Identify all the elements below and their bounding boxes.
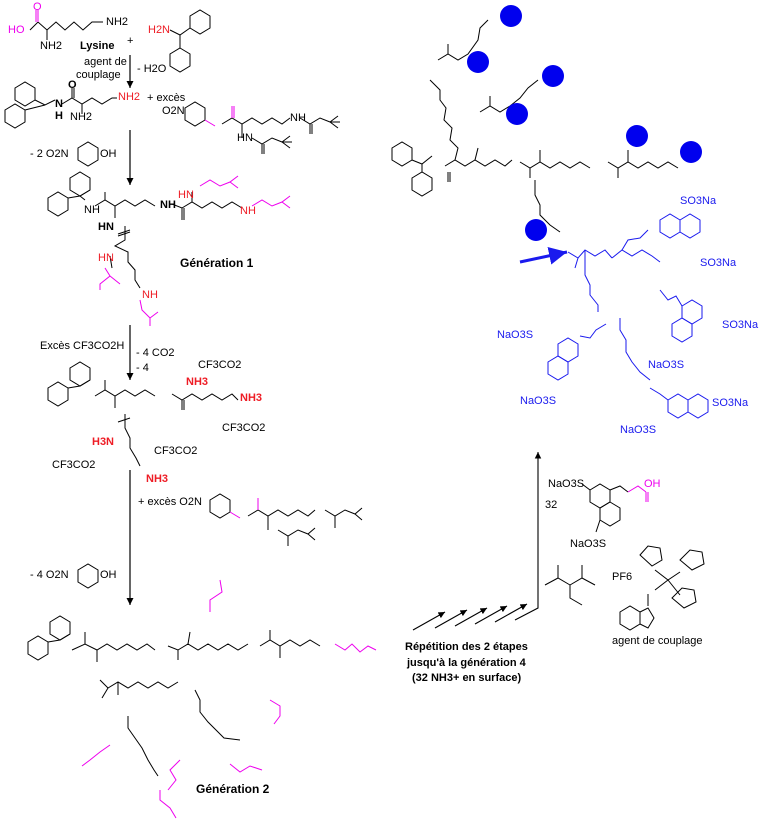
tfa-reagent-label: Excès CF3CO2H <box>40 340 125 352</box>
repeat-label-line1: Répétition des 2 étapes <box>405 641 528 653</box>
naphthalene-equiv-count: 32 <box>545 499 558 511</box>
nitrophenol-byproduct-2 <box>77 563 99 589</box>
generation1-label: Génération 1 <box>180 256 254 270</box>
naphthalene-surface-branch <box>547 213 709 419</box>
so3na-label: SO3Na <box>712 397 749 409</box>
surface-groups <box>467 5 702 241</box>
reagent-label-line1: agent de <box>84 56 127 68</box>
counterion-tfa: CF3CO2 <box>222 422 266 434</box>
byproduct-isobutane: - 4 <box>136 362 149 374</box>
coupling-agent-label: agent de couplage <box>612 635 703 647</box>
atom-label-n: N <box>55 98 63 110</box>
naso3s-label: NaO3S <box>497 329 534 341</box>
byproduct-water: - H2O <box>137 63 167 75</box>
byproduct-co2: - 4 CO2 <box>136 347 175 359</box>
ammonium-label: NH3 <box>240 392 263 404</box>
atom-label-nh: NH <box>160 199 176 211</box>
benzhydrylamine-structure <box>169 9 211 73</box>
boc-lys-pnp-ester-2 <box>209 493 363 546</box>
counterion-tfa: CF3CO2 <box>52 459 96 471</box>
repeat-label-line3: (32 NH3+ en surface) <box>412 672 522 684</box>
plus-excess-label-2: + excès O2N <box>138 496 202 508</box>
ammonium-label: NH3 <box>146 473 169 485</box>
atom-label-nh-boc: NH <box>290 112 306 124</box>
atom-label-hn: HN <box>98 221 114 233</box>
surface-group-circle <box>542 65 564 87</box>
naso3s-label: NaO3S <box>548 478 585 490</box>
lysine-structure <box>29 10 103 40</box>
atom-label-nh2-alpha: NH2 <box>70 111 93 123</box>
surface-group-circle <box>467 51 489 73</box>
atom-label-ho: HO <box>8 24 25 36</box>
atom-label-h: H <box>55 110 63 122</box>
atom-label-o-amide: O <box>68 79 77 91</box>
byproduct-nitrophenol-1: - 2 O2N <box>30 148 69 160</box>
so3na-label: SO3Na <box>722 319 759 331</box>
surface-group-circle <box>626 125 648 147</box>
so3na-label: SO3Na <box>680 195 717 207</box>
counterion-tfa: CF3CO2 <box>198 359 242 371</box>
atom-label-nh: NH <box>84 204 100 216</box>
diisopropylethylamine <box>544 565 596 606</box>
pf6-counterion: PF6 <box>612 571 633 583</box>
so3na-label: SO3Na <box>700 257 737 269</box>
deprotected-gen1-structure <box>47 361 239 467</box>
pybop-coupling-agent <box>619 545 705 631</box>
atom-label-nh-red: NH <box>240 205 256 217</box>
boc-lys-pnp-ester <box>184 101 340 154</box>
atom-label-o: O <box>33 1 42 13</box>
surface-group-circle <box>680 141 702 163</box>
generation2-label: Génération 2 <box>196 782 270 796</box>
generation1-structure <box>47 171 291 326</box>
ammonium-label: H3N <box>92 436 115 448</box>
atom-label-oh: OH <box>100 148 117 160</box>
ammonium-label: NH3 <box>186 376 209 388</box>
reagent-label-line2: couplage <box>76 69 121 81</box>
naso3s-label: NaO3S <box>648 359 685 371</box>
naso3s-label: NaO3S <box>520 395 557 407</box>
byproduct-nitrophenol-2: - 4 O2N <box>30 569 69 581</box>
generation2-structure <box>27 579 377 819</box>
repeat-label-line2: jusqu'à la génération 4 <box>407 657 526 669</box>
plus-sign: + <box>127 35 134 47</box>
atom-label-hn-red: HN <box>178 189 194 201</box>
plus-excess-label: + excès <box>147 92 186 104</box>
atom-label-nh-red: NH <box>142 289 158 301</box>
atom-label-oh-acid: OH <box>644 478 661 490</box>
naso3s-label: NaO3S <box>620 424 657 436</box>
surface-group-circle <box>500 5 522 27</box>
lysine-label: Lysine <box>80 40 115 52</box>
counterion-tfa: CF3CO2 <box>154 445 198 457</box>
surface-group-circle <box>506 103 528 125</box>
atom-label-nh2: NH2 <box>40 40 63 52</box>
atom-label-hn-red: HN <box>98 252 114 264</box>
repeat-arrows <box>412 452 542 631</box>
atom-label-o2n: O2N <box>162 105 185 117</box>
atom-label-hn-boc: HN <box>237 132 253 144</box>
naphthalene-acid-reagent <box>581 483 649 533</box>
product1-structure <box>4 81 117 129</box>
atom-label-oh: OH <box>100 569 117 581</box>
naso3s-label: NaO3S <box>570 538 607 550</box>
atom-label-nh2-epsilon: NH2 <box>118 91 141 103</box>
surface-group-circle <box>525 219 547 241</box>
highlight-arrow <box>519 246 568 265</box>
atom-label-h2n: H2N <box>148 24 171 36</box>
nitrophenol-byproduct-1 <box>77 141 99 167</box>
atom-label-nh2-side: NH2 <box>106 16 129 28</box>
